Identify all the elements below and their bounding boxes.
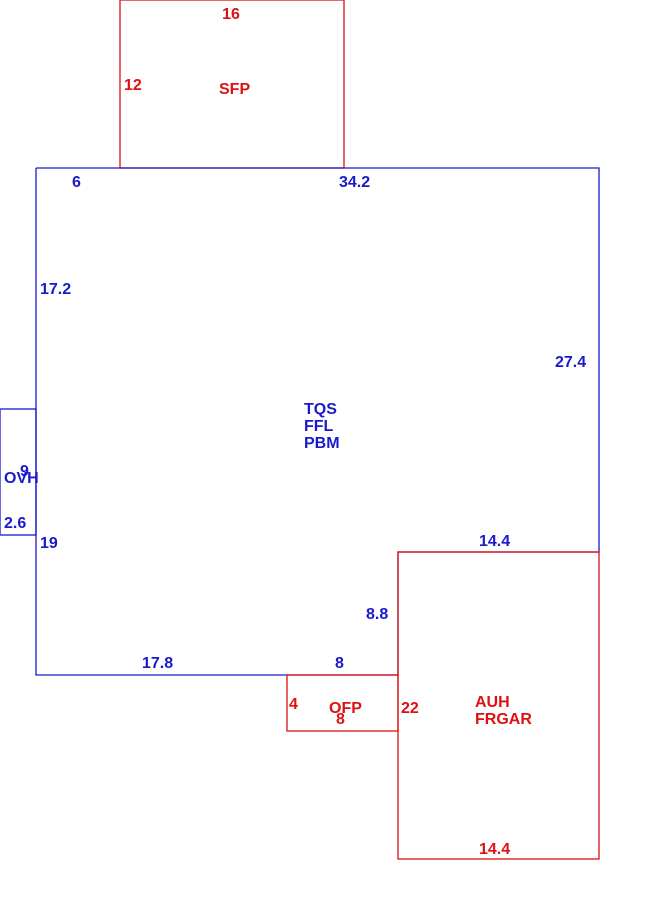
- sfp-top-dim: 16: [222, 6, 240, 23]
- sfp-label: SFP: [219, 81, 250, 98]
- ovh-label: OVH: [4, 470, 39, 487]
- ofp-dim-bottom: 8: [336, 711, 345, 728]
- ofp-label: OFP: [329, 700, 362, 717]
- main-code-3: PBM: [304, 435, 340, 452]
- main-code-2: FFL: [304, 418, 334, 435]
- dim-left-lower: 19: [40, 535, 58, 552]
- dim-top-left: 6: [72, 174, 81, 191]
- garage-bottom-dim: 14.4: [479, 841, 510, 858]
- garage-code-1: AUH: [475, 694, 510, 711]
- main-code-1: TQS: [304, 401, 337, 418]
- garage-side-dim: 22: [401, 700, 419, 717]
- ofp-dim-side: 4: [289, 696, 298, 713]
- garage-code-2: FRGAR: [475, 711, 532, 728]
- dim-bottom-notch: 8: [335, 655, 344, 672]
- sfp-side-dim: 12: [124, 77, 142, 94]
- ovh-dim-b: 2.6: [4, 515, 26, 532]
- dim-garage-top: 14.4: [479, 533, 510, 550]
- dim-right: 27.4: [555, 354, 586, 371]
- dim-left-upper: 17.2: [40, 281, 71, 298]
- dim-notch-side: 8.8: [366, 606, 388, 623]
- ovh-dim-a: 9: [20, 463, 29, 480]
- garage-outline: [397, 551, 600, 860]
- ovh-outline: [0, 408, 37, 536]
- dim-bottom-left: 17.8: [142, 655, 173, 672]
- dim-top-right: 34.2: [339, 174, 370, 191]
